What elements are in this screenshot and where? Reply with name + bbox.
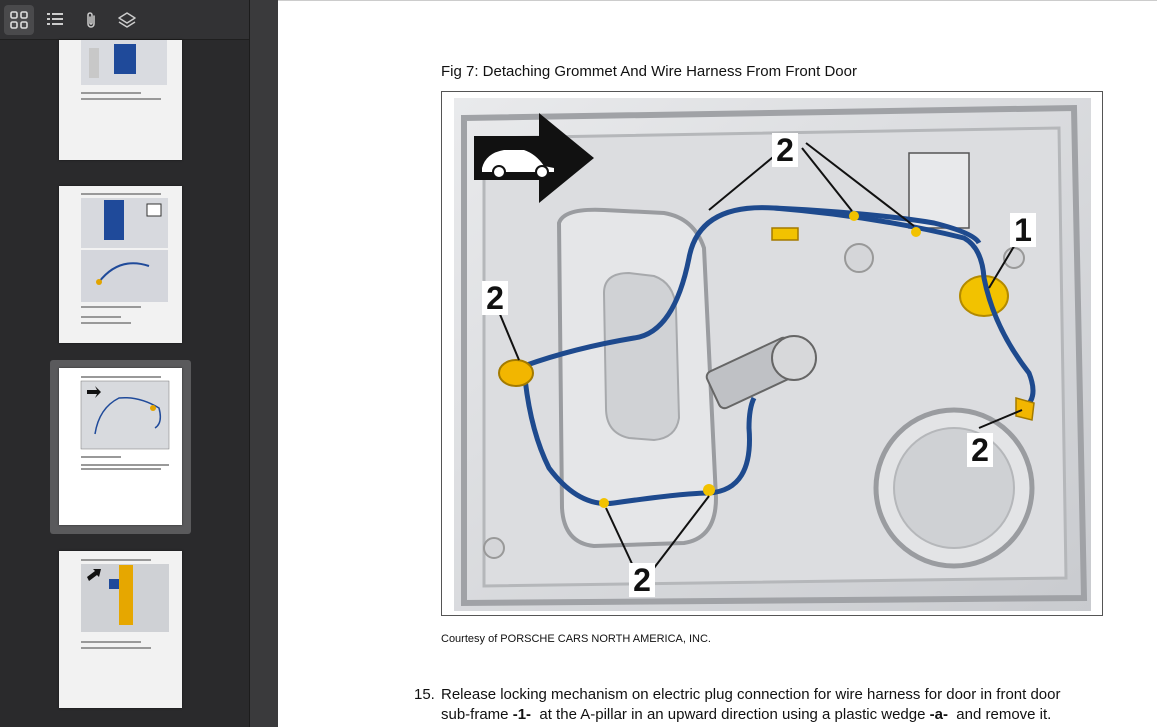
figure-illustration: 2 1 2 2 2 — [441, 91, 1103, 616]
panel-gutter — [250, 0, 278, 727]
thumbnail-preview — [81, 193, 168, 324]
thumbnail-preview — [80, 376, 170, 470]
step-line-2-end: and remove it. — [947, 706, 1052, 723]
outline-list-icon — [47, 12, 63, 25]
page-thumbnail-selected[interactable] — [59, 368, 182, 525]
document-page: Fig 7: Detaching Grommet And Wire Harnes… — [278, 0, 1157, 727]
page-thumbnail[interactable] — [59, 186, 182, 343]
callout-label: 2 — [633, 562, 651, 598]
sidebar-toolbar — [0, 0, 249, 40]
step-number: 15. — [414, 686, 435, 703]
layers-icon — [118, 11, 136, 28]
callout-label: 2 — [486, 280, 504, 316]
outline-button[interactable] — [40, 5, 70, 35]
attachments-button[interactable] — [76, 5, 106, 35]
attachment-icon — [87, 11, 95, 28]
thumbnail-preview — [81, 40, 167, 100]
step-line-2-middle: at the A-pillar in an upward direction u… — [531, 706, 930, 723]
figure-caption: Fig 7: Detaching Grommet And Wire Harnes… — [441, 63, 857, 80]
page-thumbnail[interactable] — [59, 551, 182, 708]
step-line-2-start: sub-frame — [441, 706, 513, 723]
thumbnail-sidebar — [0, 0, 250, 727]
step-text: Release locking mechanism on electric pl… — [441, 685, 1121, 725]
thumbnails-grid-icon — [10, 10, 28, 29]
thumbnail-preview — [81, 559, 169, 649]
callout-label: 1 — [1014, 212, 1032, 248]
layers-button[interactable] — [112, 5, 142, 35]
callout-label: 2 — [776, 132, 794, 168]
courtesy-note: Courtesy of PORSCHE CARS NORTH AMERICA, … — [441, 633, 711, 645]
thumbnails-button[interactable] — [4, 4, 34, 35]
callout-label: 2 — [971, 432, 989, 468]
reference-label: -1- — [512, 706, 532, 723]
door-wiring-diagram: 2 1 2 2 2 — [454, 98, 1091, 611]
reference-label: -a- — [929, 706, 948, 723]
step-line-1: Release locking mechanism on electric pl… — [441, 686, 1061, 703]
page-thumbnail[interactable] — [59, 40, 182, 160]
